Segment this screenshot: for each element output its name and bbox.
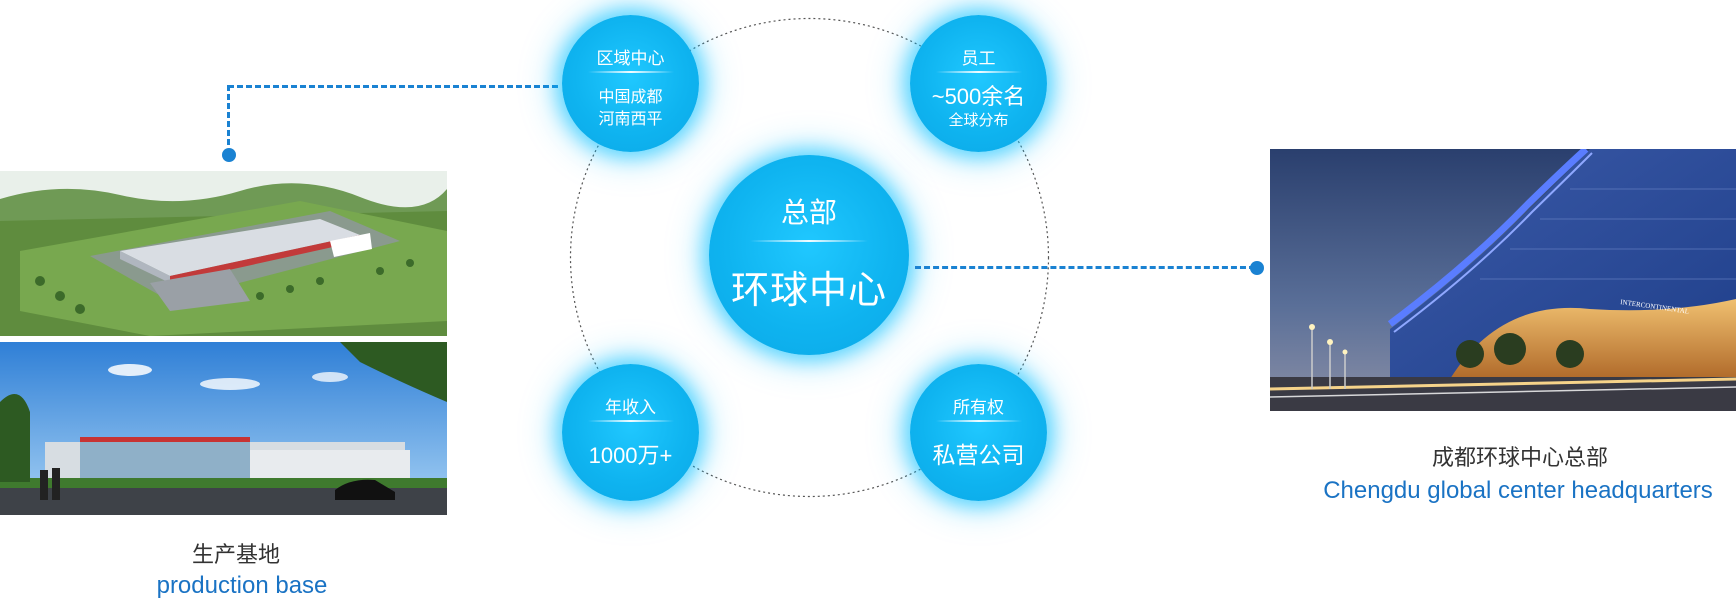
center-title: 总部 xyxy=(780,197,837,228)
production-caption-cn: 生产基地 xyxy=(191,542,280,567)
region-connector-vertical xyxy=(227,85,230,145)
staff-value: ~500余名 xyxy=(931,84,1026,109)
revenue-bubble: 年收入 1000万+ xyxy=(562,364,699,501)
staff-divider xyxy=(935,71,1022,73)
hq-connector-dot xyxy=(1250,261,1264,275)
region-title: 区域中心 xyxy=(596,49,665,68)
staff-sub: 全球分布 xyxy=(948,112,1009,129)
production-caption-en: production base xyxy=(156,572,328,599)
region-connector-dot xyxy=(222,148,236,162)
region-line1: 中国成都 xyxy=(598,89,663,106)
headquarters-photo: INTERCONTINENTAL xyxy=(1270,149,1736,411)
production-aerial-photo xyxy=(0,171,447,336)
headquarters-caption-en: Chengdu global center headquarters xyxy=(1323,477,1713,504)
headquarters-center-bubble: 总部 环球中心 xyxy=(709,155,909,355)
production-building-photo xyxy=(0,342,447,515)
hq-connector-horizontal xyxy=(915,266,1255,269)
staff-bubble: 员工 ~500余名 全球分布 xyxy=(910,15,1047,152)
orbit-ring xyxy=(569,17,1050,498)
ownership-value: 私营公司 xyxy=(932,442,1025,468)
region-line2: 河南西平 xyxy=(598,111,663,128)
revenue-value: 1000万+ xyxy=(588,443,673,468)
ownership-title: 所有权 xyxy=(953,398,1004,417)
center-divider xyxy=(750,240,868,242)
ownership-bubble: 所有权 私营公司 xyxy=(910,364,1047,501)
region-divider xyxy=(587,71,674,73)
revenue-divider xyxy=(587,420,674,422)
ownership-divider xyxy=(935,420,1022,422)
center-value: 环球中心 xyxy=(730,270,887,312)
headquarters-caption-cn: 成都环球中心总部 xyxy=(1431,445,1608,470)
region-connector-horizontal xyxy=(228,85,558,88)
region-bubble: 区域中心 中国成都 河南西平 xyxy=(562,15,699,152)
revenue-title: 年收入 xyxy=(605,398,656,417)
staff-title: 员工 xyxy=(961,49,996,68)
